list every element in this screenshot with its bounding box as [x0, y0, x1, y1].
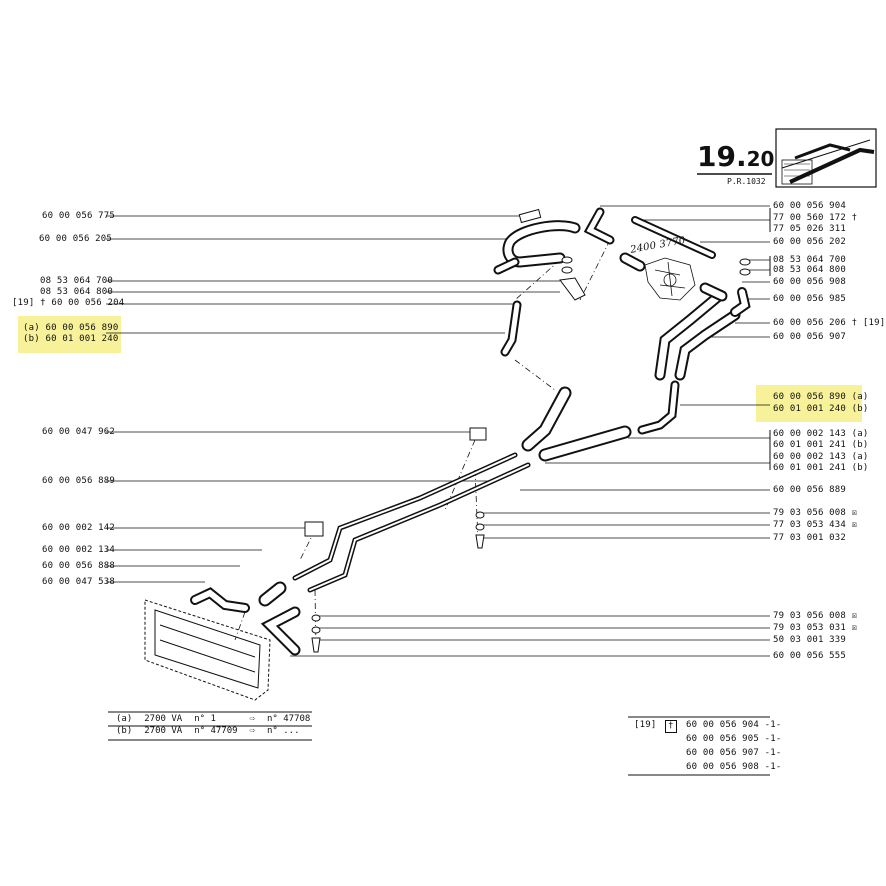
row-key: (b): [116, 726, 133, 736]
row-to: n° 47708: [266, 714, 311, 724]
row-to: n° ...: [266, 726, 300, 736]
label-right-4: 60 00 056 202: [773, 237, 847, 247]
label-left-7: (b) 60 01 001 240: [23, 334, 119, 344]
highlight-right: [756, 385, 862, 422]
page-number: 19.20: [697, 140, 775, 173]
label-right-24: 60 00 056 555: [773, 651, 847, 661]
label-left-4: 08 53 064 800: [40, 287, 114, 297]
label-right-6: 08 53 064 800: [773, 265, 847, 275]
arrow-icon: ⇨: [249, 714, 255, 724]
label-right-14: 60 01 001 241 (b): [773, 440, 869, 450]
label-right-1: 60 00 056 904: [773, 201, 847, 211]
footnote-ref: [19]: [634, 720, 657, 730]
row-key: (a): [116, 714, 133, 724]
highlight-left: [18, 316, 121, 353]
row-from: n° 47709: [194, 726, 238, 736]
label-right-16: 60 01 001 241 (b): [773, 463, 869, 473]
footnote-part-2: 60 00 056 905 -1-: [686, 734, 782, 744]
label-right-3: 77 05 026 311: [773, 224, 847, 234]
label-right-7: 60 00 056 908: [773, 277, 847, 287]
hoses: [190, 207, 751, 656]
row-model: 2700 VA: [144, 726, 183, 736]
label-right-19: 77 03 053 434 ☒: [773, 520, 858, 530]
applicability-table: (a) 2700 VA n° 1 ⇨ n° 47708 (b) 2700 VA …: [110, 713, 316, 737]
label-right-12: 60 01 001 240 (b): [773, 404, 869, 414]
fittings: [304, 208, 751, 653]
label-left-8: 60 00 047 962: [42, 427, 116, 437]
label-right-21: 79 03 056 008 ☒: [773, 611, 858, 621]
label-left-9: 60 00 056 889: [42, 476, 116, 486]
arrow-icon: ⇨: [249, 726, 255, 736]
table-rules: [108, 711, 770, 776]
label-right-8: 60 00 056 985: [773, 294, 847, 304]
row-model: 2700 VA: [144, 714, 183, 724]
assembly-lines: [234, 239, 611, 651]
table-row: (a) 2700 VA n° 1 ⇨ n° 47708: [110, 713, 316, 725]
thumbnail-inset: [775, 128, 877, 188]
footnote-part-3: 60 00 056 907 -1-: [686, 748, 782, 758]
leader-lines-right: [290, 205, 771, 657]
label-right-9: 60 00 056 206 † [19]: [773, 318, 886, 328]
table-row: (b) 2700 VA n° 47709 ⇨ n° ...: [110, 725, 316, 737]
label-right-23: 50 03 001 339: [773, 635, 847, 645]
row-from: n° 1: [194, 714, 216, 724]
carburettor-sketch: [644, 257, 696, 301]
label-right-20: 77 03 001 032: [773, 533, 847, 543]
label-right-2: 77 00 560 172 †: [773, 213, 858, 223]
label-left-12: 60 00 056 888: [42, 561, 116, 571]
label-left-1: 60 00 056 775: [42, 211, 116, 221]
label-right-22: 79 03 053 031 ☒: [773, 623, 858, 633]
label-left-3: 08 53 064 700: [40, 276, 114, 286]
dagger-icon: †: [665, 720, 677, 733]
label-left-11: 60 00 002 134: [42, 545, 116, 555]
leader-lines-left: [106, 215, 560, 583]
pr-reference: P.R.1032: [727, 177, 766, 186]
label-right-10: 60 00 056 907: [773, 332, 847, 342]
label-left-5: [19] † 60 00 056 204: [12, 298, 125, 308]
label-right-18: 79 03 056 008 ☒: [773, 508, 858, 518]
label-left-2: 60 00 056 205: [39, 234, 113, 244]
label-left-6: (a) 60 00 056 890: [23, 323, 119, 333]
label-right-17: 60 00 056 889: [773, 485, 847, 495]
label-right-13: 60 00 002 143 (a): [773, 429, 869, 439]
label-right-5: 08 53 064 700: [773, 255, 847, 265]
footnote-part-1: 60 00 056 904 -1-: [686, 720, 782, 730]
label-right-11: 60 00 056 890 (a): [773, 392, 869, 402]
label-right-15: 60 00 002 143 (a): [773, 452, 869, 462]
footnote-part-4: 60 00 056 908 -1-: [686, 762, 782, 772]
label-left-10: 60 00 002 142: [42, 523, 116, 533]
radiator: [144, 599, 271, 701]
label-left-13: 60 00 047 538: [42, 577, 116, 587]
